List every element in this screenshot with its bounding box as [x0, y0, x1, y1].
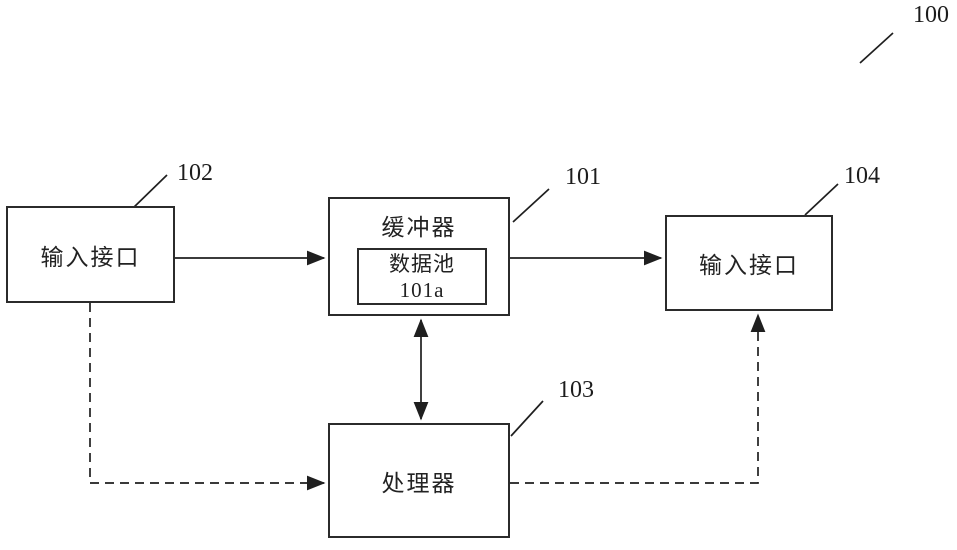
- leader-line-102: [130, 174, 168, 211]
- block-input-interface-104-label: 输入接口: [699, 253, 799, 278]
- leader-line-100: [859, 32, 894, 64]
- ref-label-101: 101: [565, 164, 601, 190]
- block-input-interface-102-label: 输入接口: [40, 244, 141, 270]
- leader-line-103: [510, 400, 544, 437]
- ref-label-103: 103: [558, 377, 594, 403]
- dashed-arrow-102-to-103: [89, 303, 326, 491]
- block-buffer-101-label: 缓冲器: [381, 215, 457, 240]
- block-data-pool-label: 数据池: [389, 251, 455, 276]
- block-input-interface-104: 输入接口: [665, 215, 833, 311]
- block-processor-103: 处理器: [328, 423, 510, 538]
- dashed-arrow-103-to-104: [510, 313, 766, 484]
- block-data-pool-ref: 101a: [399, 277, 445, 302]
- leader-line-101: [512, 188, 550, 223]
- block-data-pool-101a: 数据池 101a: [357, 248, 487, 305]
- block-buffer-101: 缓冲器 数据池 101a: [328, 197, 510, 316]
- figure-ref-100: 100: [913, 2, 949, 28]
- leader-line-104: [804, 183, 839, 216]
- block-processor-103-label: 处理器: [381, 470, 457, 496]
- block-input-interface-102: 输入接口: [6, 206, 175, 303]
- ref-label-104: 104: [844, 163, 880, 189]
- ref-label-102: 102: [177, 160, 213, 186]
